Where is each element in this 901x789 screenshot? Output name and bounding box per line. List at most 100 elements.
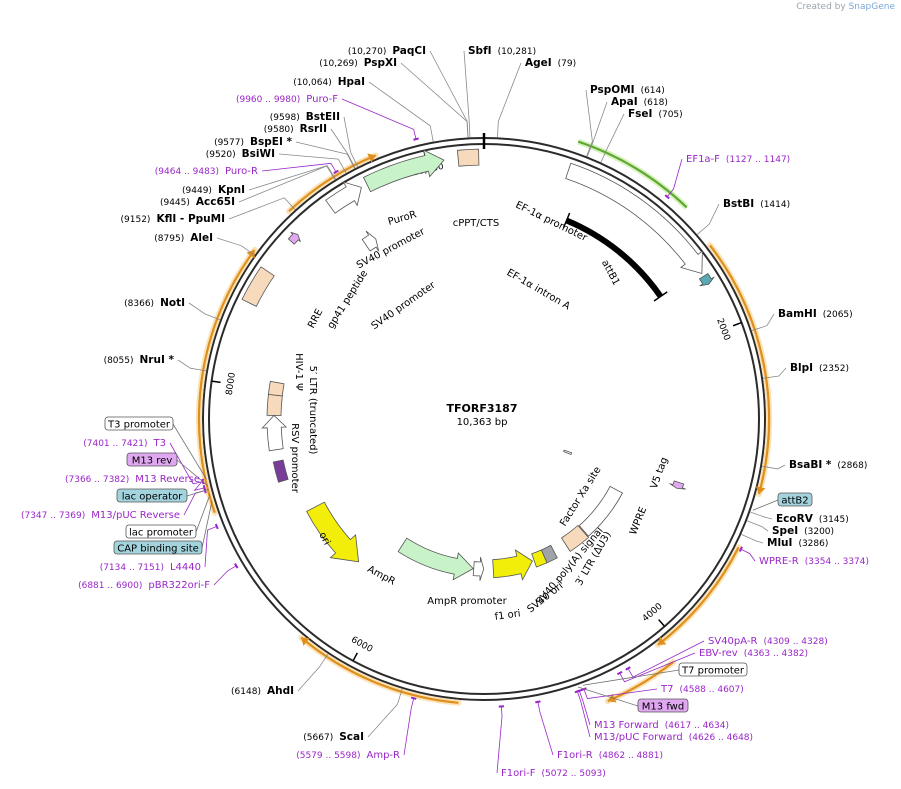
primer-site-puro-r[interactable]: Puro-R(9464 .. 9483): [155, 166, 258, 177]
enzyme-site-bsteii[interactable]: BstEII(9598): [270, 111, 340, 123]
feature-ampr-promoter[interactable]: [472, 556, 485, 581]
primer-site-amp-r[interactable]: Amp-R(5579 .. 5598): [296, 750, 400, 761]
boxed-label-cap-binding-site[interactable]: CAP binding site: [113, 540, 203, 555]
feature-sv40-promoter-2[interactable]: [361, 230, 380, 252]
primer-site-l4440[interactable]: L4440(7134 .. 7151): [100, 562, 201, 573]
primer-site-ebv-rev[interactable]: EBV-rev(4363 .. 4382): [699, 648, 808, 659]
feature-ef-1-promoter[interactable]: [565, 162, 703, 275]
enzyme-site-agei[interactable]: AgeI(79): [525, 57, 576, 69]
feature-cppt-cts[interactable]: [456, 148, 480, 167]
primer-site-t7[interactable]: T7(4588 .. 4607): [660, 684, 744, 695]
enzyme-site-fsei[interactable]: FseI(705): [628, 108, 683, 120]
primer-site-m13-puc-reverse[interactable]: M13/pUC Reverse(7347 .. 7369): [21, 510, 180, 521]
orange-arc-head-4: [301, 637, 310, 646]
enzyme-position: (10,064): [293, 78, 332, 88]
boxed-label-text: lac promoter: [129, 528, 194, 539]
feature-gp41-peptide[interactable]: [287, 231, 301, 245]
enzyme-site-bsiwi[interactable]: BsiWI(9520): [206, 148, 275, 160]
enzyme-site-blpi[interactable]: BlpI(2352): [790, 362, 849, 374]
primer-site-m13-puc-forward[interactable]: M13/pUC Forward(4626 .. 4648): [594, 732, 753, 743]
enzyme-site-acc65i[interactable]: Acc65I(9445): [160, 196, 235, 208]
primer-site-m13-reverse[interactable]: M13 Reverse(7366 .. 7382): [65, 474, 200, 485]
enzyme-site-ecorv[interactable]: EcoRV (3145): [776, 513, 849, 525]
enzyme-name: EcoRV: [776, 513, 814, 525]
primer-site-f1ori-f[interactable]: F1ori-F(5072 .. 5093): [501, 768, 606, 779]
enzyme-name: FseI: [628, 108, 652, 120]
enzyme-leader-3: [497, 62, 522, 138]
primer-leader-4: [193, 478, 205, 491]
feature-3-ltr-u3-[interactable]: [560, 524, 590, 552]
feature-wpre[interactable]: [578, 485, 624, 537]
enzyme-site-bstbi[interactable]: BstBI(1414): [723, 198, 790, 210]
primer-site-wpre-r[interactable]: WPRE-R(3354 .. 3374): [759, 556, 869, 567]
primer-site-ef1a-f[interactable]: EF1a-F(1127 .. 1147): [686, 154, 790, 165]
enzyme-site-kfli-ppumi[interactable]: KflI - PpuMI(9152): [121, 213, 225, 225]
enzyme-leader-5: [585, 89, 593, 157]
feature-rsv-promoter[interactable]: [261, 414, 288, 452]
enzyme-name: AleI: [190, 232, 213, 244]
enzyme-site-bsabi-[interactable]: BsaBI *(2868): [789, 459, 867, 471]
primer-position: (4363 .. 4382): [744, 649, 808, 659]
enzyme-position: (2868): [837, 461, 867, 471]
feature-lac-cluster[interactable]: [272, 459, 289, 483]
enzyme-site-sbfi[interactable]: SbfI(10,281): [468, 45, 536, 57]
boxed-label-attb2[interactable]: attB2: [777, 492, 813, 507]
primer-position: (5072 .. 5093): [541, 769, 605, 779]
feature-hiv-1-[interactable]: [267, 380, 285, 397]
primer-site-m13-forward[interactable]: M13 Forward(4617 .. 4634): [594, 720, 729, 731]
enzyme-name: HpaI: [338, 76, 365, 88]
boxed-label-lac-promoter[interactable]: lac promoter: [125, 524, 197, 539]
enzyme-site-bamhi[interactable]: BamHI(2065): [778, 308, 853, 320]
enzyme-leader-14: [228, 197, 296, 220]
primer-position: (7366 .. 7382): [65, 475, 129, 485]
boxed-label-t3-promoter[interactable]: T3 promoter: [104, 416, 174, 431]
feature-f1-ori[interactable]: [492, 549, 533, 581]
feature-ori[interactable]: [306, 501, 360, 563]
primer-site-t3[interactable]: T3(7401 .. 7421): [83, 438, 166, 449]
enzyme-site-alei[interactable]: AleI(8795): [154, 232, 213, 244]
enzyme-position: (3145): [819, 515, 849, 525]
primer-site-f1ori-r[interactable]: F1ori-R(4862 .. 4881): [557, 750, 663, 761]
enzyme-site-apai[interactable]: ApaI(618): [611, 96, 668, 108]
boxed-label-lac-operator[interactable]: lac operator: [116, 488, 188, 503]
enzyme-site-nrui-[interactable]: NruI *(8055): [104, 354, 175, 366]
enzyme-site-pspxi[interactable]: PspXI(10,269): [319, 57, 397, 69]
enzyme-site-scai[interactable]: ScaI(5667): [303, 731, 364, 743]
enzyme-site-spei[interactable]: SpeI(3200): [772, 525, 834, 537]
feature-5-ltr-truncated-[interactable]: [266, 393, 283, 417]
primer-position: (3354 .. 3374): [805, 557, 869, 567]
boxed-label-t7-promoter[interactable]: T7 promoter: [678, 662, 748, 677]
feature-puror[interactable]: [362, 149, 445, 193]
primer-mark-16: [410, 696, 417, 700]
primer-site-pbr322ori-f[interactable]: pBR322ori-F(6881 .. 6900): [78, 580, 210, 591]
feature-factor-xa-site[interactable]: [563, 449, 573, 456]
enzyme-site-noti[interactable]: NotI(8366): [124, 297, 185, 309]
boxed-label-m13-rev[interactable]: M13 rev: [126, 452, 178, 467]
enzyme-site-rsrii[interactable]: RsrII(9580): [264, 123, 327, 135]
feature-v5-tag[interactable]: [669, 480, 686, 490]
enzyme-site-hpai[interactable]: HpaI (10,064): [293, 76, 365, 88]
enzyme-site-pspomi[interactable]: PspOMI(614): [590, 84, 665, 96]
primer-mark-8: [738, 546, 743, 552]
enzyme-site-ahdi[interactable]: AhdI(6148): [231, 685, 294, 697]
enzyme-leader-18: [751, 313, 775, 331]
boxed-label-m13-fwd[interactable]: M13 fwd: [637, 698, 689, 713]
enzyme-name: KpnI: [218, 184, 245, 196]
enzyme-position: (9577): [214, 138, 244, 148]
enzyme-site-bspei-[interactable]: BspEI *(9577): [214, 136, 292, 148]
enzyme-site-paqci[interactable]: PaqCI(10,270): [348, 45, 426, 57]
enzyme-site-mlui[interactable]: MluI(3286): [767, 537, 828, 549]
primer-site-puro-f[interactable]: Puro-F(9960 .. 9980): [236, 94, 338, 105]
feature-sv40-poly-a-signal[interactable]: [540, 544, 558, 564]
enzyme-name: PspXI: [364, 57, 397, 69]
primer-site-sv40pa-r[interactable]: SV40pA-R(4309 .. 4328): [708, 636, 828, 647]
primer-leader-0: [341, 98, 417, 140]
feature-sv40-promoter[interactable]: [325, 181, 362, 214]
feature-ampr[interactable]: [397, 537, 474, 581]
tick-4000: [658, 619, 666, 627]
enzyme-site-kpni[interactable]: KpnI(9449): [182, 184, 245, 196]
feature-attb1[interactable]: [698, 272, 715, 287]
feature-rre[interactable]: [241, 266, 275, 307]
primer-position: (4588 .. 4607): [679, 685, 743, 695]
